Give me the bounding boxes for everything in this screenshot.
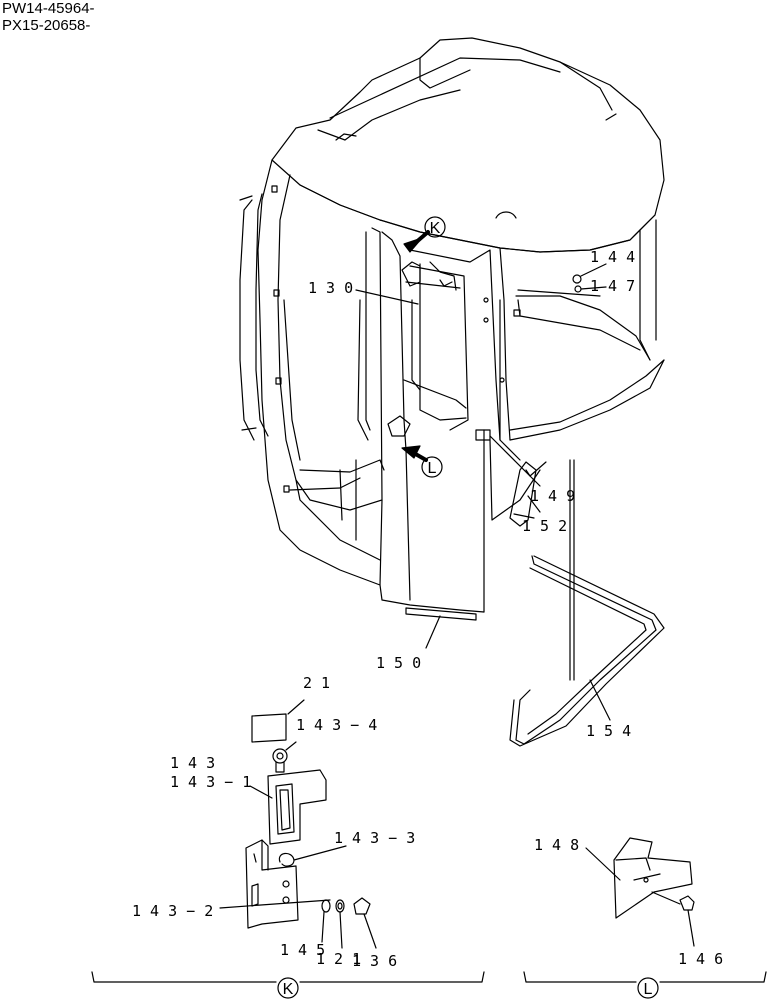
- callout-21: 2 1: [303, 674, 330, 692]
- callout-154: 1 5 4: [586, 722, 631, 740]
- part-143-3-clip: [278, 845, 347, 867]
- callout-144: 1 4 4: [590, 248, 635, 266]
- marker-k-lower: K: [283, 981, 294, 998]
- marker-k-upper: K: [430, 220, 441, 237]
- detail-group-bracket-l: [523, 971, 767, 999]
- detail-group-bracket-k: [91, 971, 485, 999]
- part-143-4-bolt: [272, 741, 297, 773]
- callout-149: 1 4 9: [530, 487, 575, 505]
- callout-143-3: 1 4 3 − 3: [334, 829, 415, 847]
- callout-146: 1 4 6: [678, 950, 723, 968]
- part-number-line-2: PX15-20658-: [2, 17, 91, 34]
- part-143-2-plate: [219, 839, 331, 929]
- callout-130: 1 3 0: [308, 279, 353, 297]
- cab-front-post: [357, 227, 541, 613]
- part-121-washer: [335, 899, 345, 949]
- part-21-label: [251, 699, 305, 743]
- detail-arrow-l: [401, 445, 443, 478]
- part-136-bolt: [353, 897, 377, 949]
- callout-143-1: 1 4 3 − 1: [170, 773, 251, 791]
- callout-136: 1 3 6: [352, 952, 397, 970]
- part-144-147-bolts: [572, 263, 607, 293]
- part-number-line-1: PW14-45964-: [2, 0, 95, 17]
- part-154-seal: [509, 459, 665, 747]
- cab-right-frame: [499, 219, 665, 441]
- callout-143-2: 1 4 3 − 2: [132, 902, 213, 920]
- callout-150: 1 5 0: [376, 654, 421, 672]
- leader-130: [355, 289, 419, 305]
- callout-121: 1 2 1: [316, 950, 361, 968]
- callout-143: 1 4 3: [170, 754, 215, 772]
- cab-left-frame: [239, 159, 485, 613]
- marker-l-lower: L: [644, 981, 653, 998]
- part-143-1-bracket: [249, 769, 327, 845]
- callout-147: 1 4 7: [590, 277, 635, 295]
- detail-arrow-k: [403, 216, 446, 253]
- cab-roof: [271, 37, 665, 253]
- callout-152: 1 5 2: [522, 517, 567, 535]
- marker-l-upper: L: [428, 460, 437, 477]
- callout-145: 1 4 5: [280, 941, 325, 959]
- part-150-strip: [405, 607, 477, 649]
- part-149-152: [489, 435, 547, 527]
- callout-148: 1 4 8: [534, 836, 579, 854]
- part-146-bolt: [679, 895, 695, 947]
- part-145-washer: [321, 899, 331, 943]
- part-148-stopper: [585, 837, 693, 919]
- callout-143-4: 1 4 3 − 4: [296, 716, 377, 734]
